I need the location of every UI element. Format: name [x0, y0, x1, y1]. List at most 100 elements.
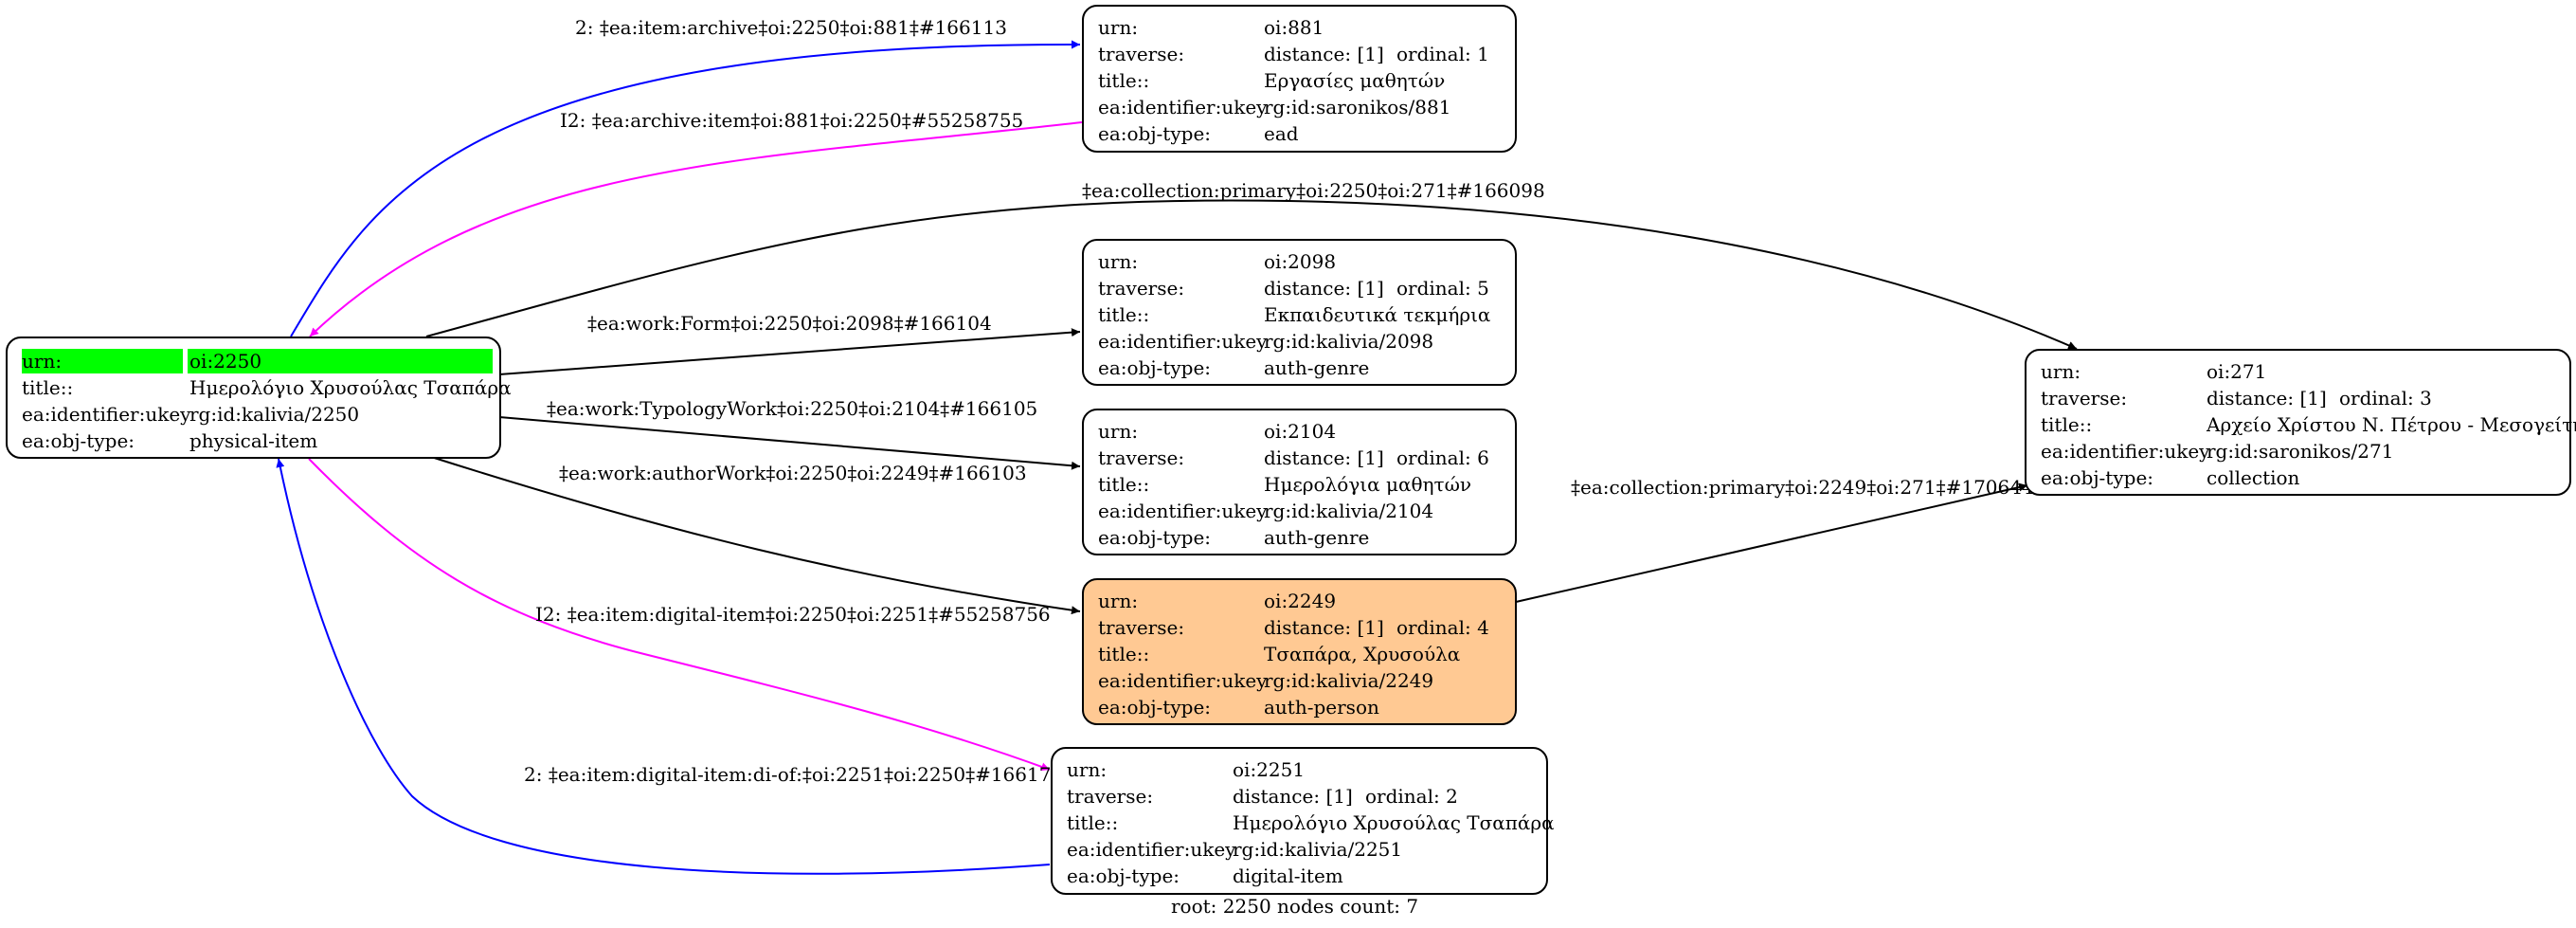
row-key: ea:obj-type:	[1067, 864, 1180, 887]
row-value: rg:id:kalivia/2250	[189, 403, 360, 426]
row-key: traverse:	[1067, 785, 1154, 808]
row-value: oi:2104	[1264, 420, 1337, 443]
row-key: urn:	[1098, 16, 1139, 39]
row-key: urn:	[1067, 758, 1108, 781]
row-key: traverse:	[1098, 43, 1185, 65]
row-key: urn:	[22, 350, 63, 373]
row-key: ea:identifier:ukey	[2041, 440, 2210, 463]
row-distance: distance: [1]	[1233, 785, 1353, 808]
row-key: ea:identifier:ukey	[1098, 330, 1268, 353]
row-value: Εργασίες μαθητών	[1264, 69, 1446, 92]
edge-form	[498, 328, 1081, 375]
row-distance: distance: [1]	[1264, 446, 1384, 469]
node-oi-2104[interactable]: urn:oi:2104 traverse:distance: [1]ordina…	[1082, 409, 1517, 555]
node-oi-2249[interactable]: urn:oi:2249 traverse:distance: [1]ordina…	[1082, 578, 1517, 725]
row-ordinal: ordinal: 1	[1396, 43, 1489, 65]
row-value: auth-person	[1264, 696, 1379, 719]
row-key: traverse:	[1098, 616, 1185, 639]
graph-caption: root: 2250 nodes count: 7	[1171, 895, 1419, 918]
row-value: Τσαπάρα, Χρυσούλα	[1264, 643, 1461, 665]
edge-label-form: ‡ea:work:Form‡oi:2250‡oi:2098‡#166104	[587, 312, 992, 335]
row-key: ea:identifier:ukey	[1098, 96, 1268, 118]
edge-label-collection-2249: ‡ea:collection:primary‡oi:2249‡oi:271‡#1…	[1571, 476, 2034, 499]
row-ordinal: ordinal: 3	[2339, 387, 2432, 409]
edge-label-archive-881: 2: ‡ea:item:archive‡oi:2250‡oi:881‡#1661…	[575, 16, 1007, 39]
row-key: title::	[1067, 811, 1119, 834]
row-key: title::	[2041, 413, 2093, 436]
edge-label-archive-item: I2: ‡ea:archive:item‡oi:881‡oi:2250‡#552…	[560, 109, 1024, 132]
root-highlight-key	[22, 349, 183, 373]
row-value: ead	[1264, 122, 1299, 145]
edge-archive-881	[290, 40, 1081, 337]
row-value: collection	[2207, 466, 2300, 489]
row-ordinal: ordinal: 5	[1396, 277, 1489, 300]
row-key: ea:identifier:ukey	[22, 403, 191, 426]
edge-author	[427, 455, 1081, 615]
row-value: oi:2098	[1264, 250, 1337, 273]
row-key: ea:obj-type:	[2041, 466, 2154, 489]
row-key: ea:obj-type:	[1098, 122, 1212, 145]
row-key: title::	[1098, 303, 1150, 326]
node-oi-2251[interactable]: urn: oi:2251 traverse: distance: [1] ordina…	[1051, 747, 1555, 895]
row-key: title::	[1098, 643, 1150, 665]
edge-digital-of	[276, 458, 1051, 875]
row-value: oi:881	[1264, 16, 1324, 39]
edge-label-typology: ‡ea:work:TypologyWork‡oi:2250‡oi:2104‡#1…	[547, 397, 1038, 420]
row-key: ea:obj-type:	[1098, 526, 1212, 549]
row-key: ea:identifier:ukey	[1067, 838, 1236, 861]
row-value: Ημερολόγια μαθητών	[1264, 473, 1472, 496]
row-value: rg:id:kalivia/2104	[1264, 500, 1434, 522]
row-key: urn:	[1098, 250, 1139, 273]
root-highlight-value	[188, 349, 493, 373]
node-oi-2098[interactable]: urn: oi:2098 traverse: distance: [1] ordina…	[1082, 239, 1517, 386]
row-value: oi:2249	[1264, 590, 1337, 612]
row-value: oi:271	[2207, 360, 2267, 383]
row-value: rg:id:saronikos/271	[2207, 440, 2394, 463]
row-distance: distance: [1]	[1264, 277, 1384, 300]
row-value: oi:2250	[189, 350, 262, 373]
row-key: ea:identifier:ukey	[1098, 669, 1268, 692]
row-value: Αρχείο Χρίστου Ν. Πέτρου - Μεσογείτη	[2207, 413, 2576, 436]
row-ordinal: ordinal: 2	[1365, 785, 1458, 808]
row-distance: distance: [1]	[2207, 387, 2327, 409]
row-value: Ημερολόγιο Χρυσούλας Τσαπάρα	[1233, 811, 1555, 834]
row-distance: distance: [1]	[1264, 43, 1384, 65]
row-key: ea:identifier:ukey	[1098, 500, 1268, 522]
row-value: digital-item	[1233, 864, 1343, 887]
node-oi-271[interactable]: urn: oi:271 traverse: distance: [1] ordinal…	[2025, 349, 2576, 496]
row-distance: distance: [1]	[1264, 616, 1384, 639]
row-value: Εκπαιδευτικά τεκμήρια	[1264, 303, 1491, 326]
row-value: Ημερολόγιο Χρυσούλας Τσαπάρα	[189, 376, 512, 399]
edge-label-digital-item: I2: ‡ea:item:digital-item‡oi:2250‡oi:225…	[535, 603, 1051, 626]
edge-label-digital-of: 2: ‡ea:item:digital-item:di-of:‡oi:2251‡…	[524, 763, 1064, 786]
row-value: auth-genre	[1264, 356, 1370, 379]
row-value: rg:id:kalivia/2251	[1233, 838, 1403, 861]
row-value: oi:2251	[1233, 758, 1306, 781]
row-value: auth-genre	[1264, 526, 1370, 549]
edge-label-author: ‡ea:work:authorWork‡oi:2250‡oi:2249‡#166…	[559, 462, 1027, 484]
edge-typology	[498, 416, 1081, 470]
row-value: rg:id:kalivia/2098	[1264, 330, 1434, 353]
edge-collection-2250	[425, 199, 2078, 350]
row-key: title::	[1098, 473, 1150, 496]
row-key: traverse:	[1098, 277, 1185, 300]
node-oi-2250[interactable]: urn: oi:2250 title:: Ημερολόγιο Χρυσούλα…	[6, 337, 512, 459]
row-key: traverse:	[1098, 446, 1185, 469]
node-row-urn: urn: oi:2250	[22, 348, 495, 374]
row-key: ea:obj-type:	[1098, 696, 1212, 719]
edge-archive-item	[309, 121, 1083, 337]
row-key: urn:	[2041, 360, 2081, 383]
row-key: urn:	[1098, 590, 1139, 612]
row-key: title::	[22, 376, 74, 399]
row-value: physical-item	[189, 429, 318, 452]
row-key: ea:obj-type:	[22, 429, 135, 452]
row-key: ea:obj-type:	[1098, 356, 1212, 379]
node-oi-881[interactable]: urn: oi:881 traverse: distance: [1] ordinal…	[1082, 5, 1517, 153]
row-key: urn:	[1098, 420, 1139, 443]
row-key: title::	[1098, 69, 1150, 92]
edge-label-collection-2250: ‡ea:collection:primary‡oi:2250‡oi:271‡#1…	[1082, 179, 1545, 202]
edge-digital-item	[308, 458, 1051, 772]
row-value: rg:id:kalivia/2249	[1264, 669, 1434, 692]
row-key: traverse:	[2041, 387, 2128, 409]
